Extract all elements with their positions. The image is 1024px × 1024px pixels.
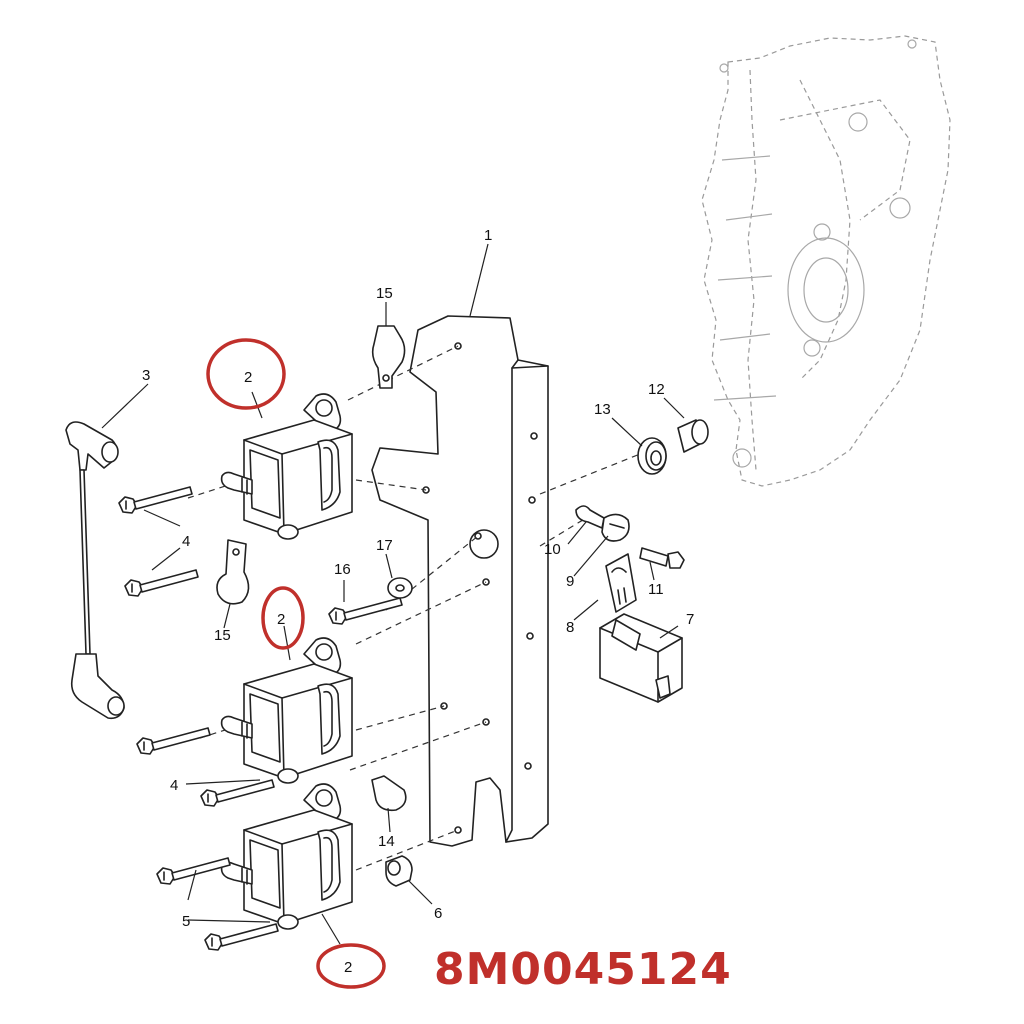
bolt-4-second <box>124 569 199 597</box>
clamp-15-middle <box>216 539 250 605</box>
engine-block-ghost <box>701 35 951 487</box>
callout-4-top: 4 <box>182 533 190 550</box>
part-number-label: 8M0045124 <box>434 944 732 995</box>
clamp-14 <box>371 775 407 812</box>
callout-4-bottom: 4 <box>170 777 178 794</box>
callout-15-top: 15 <box>376 285 393 302</box>
callout-labels: 1 2 2 2 3 4 4 5 6 7 8 9 10 11 12 13 14 1… <box>142 227 694 976</box>
highlight-circle-middle <box>261 586 305 650</box>
highlight-circles <box>206 338 386 989</box>
callout-16: 16 <box>334 561 351 578</box>
callout-14: 14 <box>378 833 395 850</box>
callout-10: 10 <box>544 541 561 558</box>
highlight-circle-bottom <box>316 943 386 989</box>
bolt-4-fourth <box>200 779 275 807</box>
grommet-13 <box>637 437 667 475</box>
callout-12: 12 <box>648 381 665 398</box>
callout-11: 11 <box>648 581 664 598</box>
mounting-plate <box>371 315 549 847</box>
callout-3: 3 <box>142 367 150 384</box>
callout-1: 1 <box>484 227 492 244</box>
bolt-4-top <box>118 486 193 514</box>
washer-17 <box>387 577 413 599</box>
callout-2-bottom: 2 <box>344 959 352 976</box>
bracket-8 <box>605 553 637 613</box>
callout-2-top: 2 <box>244 369 252 386</box>
screw-10 <box>575 505 605 529</box>
callout-8: 8 <box>566 619 574 636</box>
ignition-coil-top <box>220 393 353 540</box>
callout-13: 13 <box>594 401 611 418</box>
callout-17: 17 <box>376 537 393 554</box>
bolt-16 <box>328 597 403 625</box>
callout-5: 5 <box>182 913 190 930</box>
ignition-coil-middle <box>220 637 353 784</box>
bolt-4-third <box>136 727 211 755</box>
nut-9 <box>601 513 630 542</box>
ignition-coil-bottom <box>220 783 353 930</box>
callout-2-middle: 2 <box>277 611 285 628</box>
screw-11 <box>639 547 685 569</box>
spark-plug-lead <box>65 421 125 720</box>
spacer-6 <box>385 855 413 887</box>
bushing-12 <box>677 419 709 453</box>
callout-6: 6 <box>434 905 442 922</box>
relay-7 <box>599 613 683 703</box>
leader-lines <box>101 243 685 945</box>
callout-9: 9 <box>566 573 574 590</box>
bolt-5-bottom <box>204 923 279 951</box>
callout-7: 7 <box>686 611 694 628</box>
clamp-15-top <box>371 325 406 389</box>
callout-15-middle: 15 <box>214 627 231 644</box>
highlight-circle-top <box>206 338 286 410</box>
